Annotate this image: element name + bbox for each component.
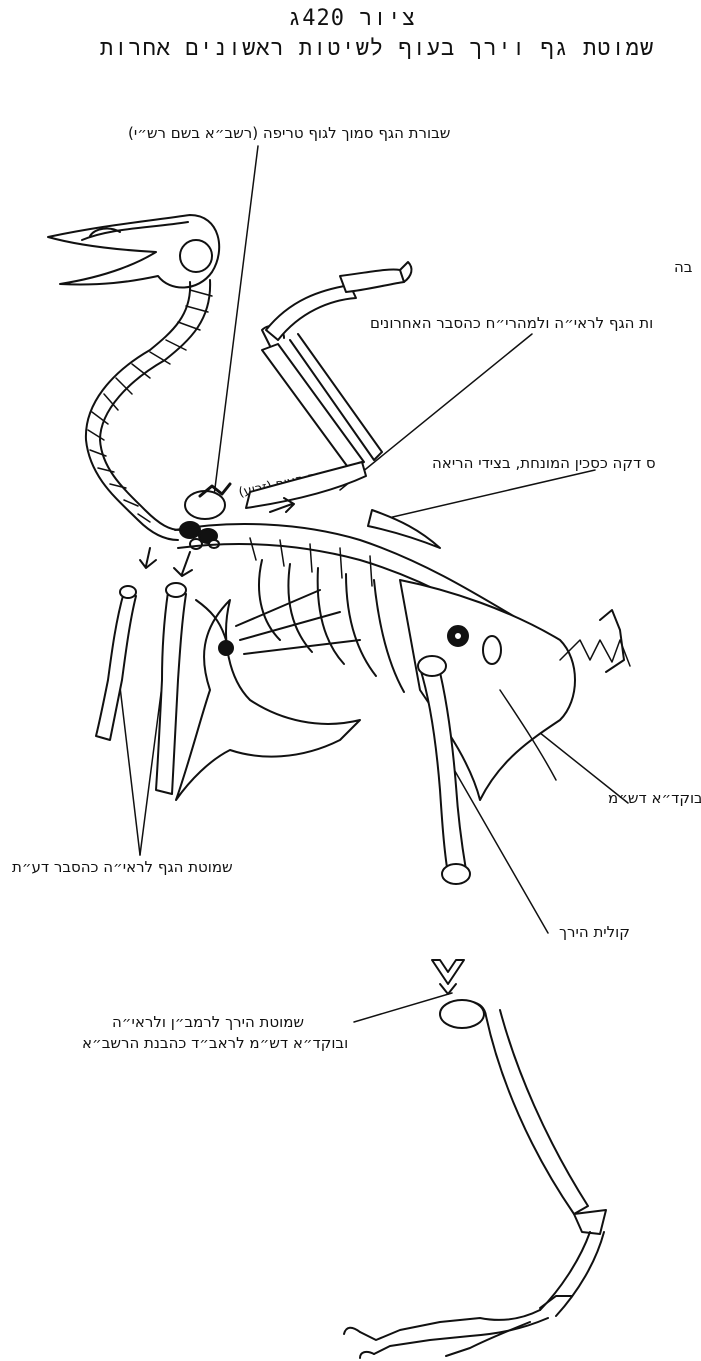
coracoid-bones [96,583,186,794]
wing [246,262,411,508]
foot [344,1296,572,1358]
skull [48,215,219,288]
lower-leg [440,1000,606,1316]
sternum [176,600,360,800]
ribs [236,560,404,692]
shoulder-joint [180,484,230,549]
